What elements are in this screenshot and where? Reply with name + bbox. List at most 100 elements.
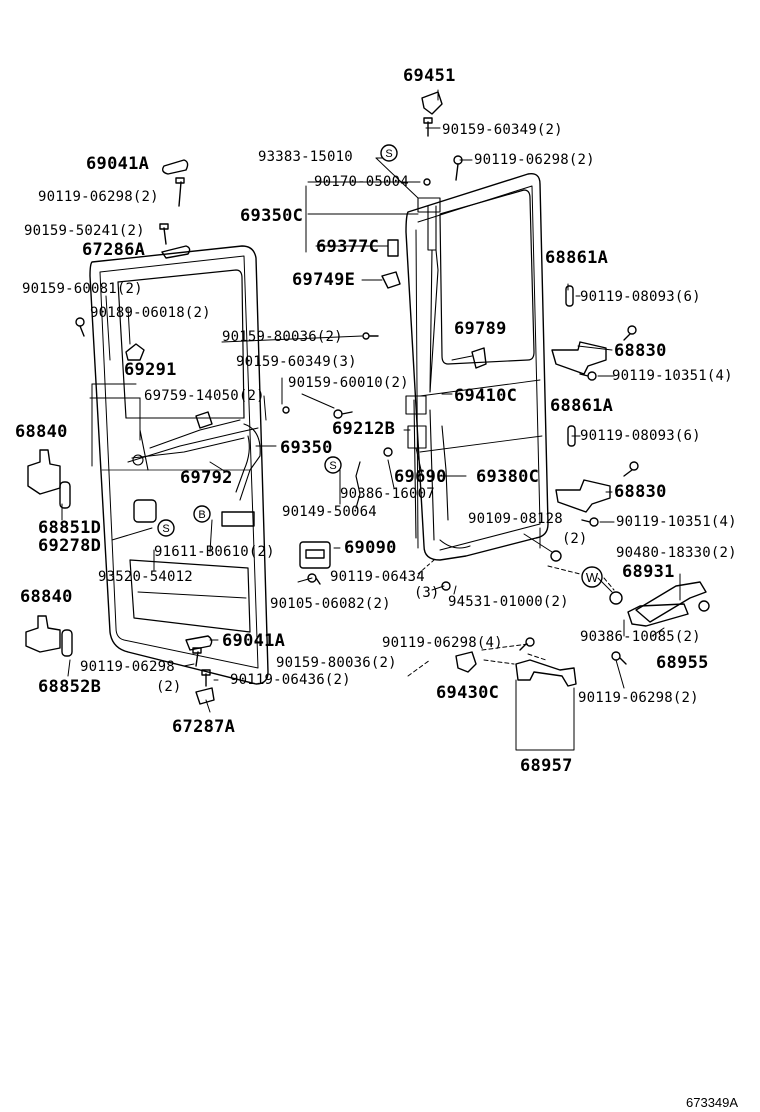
bolt-icon (308, 574, 320, 584)
part-label: 69278D (38, 536, 102, 556)
part-label: 68840 (20, 587, 73, 607)
part-label: 69377C (316, 237, 380, 257)
bolt-icon (160, 224, 168, 244)
part-69041a-lower (186, 636, 212, 650)
part-label: 90189-06018(2) (90, 305, 211, 321)
bolt-icon (520, 638, 534, 650)
part-label: 90159-50241(2) (24, 223, 145, 239)
part-label: 68840 (15, 422, 68, 442)
part-label: 90480-18330(2) (616, 545, 737, 561)
hinge-68840-lower (26, 616, 60, 652)
part-68957 (516, 660, 576, 686)
part-label: 68955 (656, 653, 709, 673)
bolt-icon (334, 410, 352, 418)
callout-circle (582, 567, 602, 587)
bolt-icon (193, 648, 201, 666)
figure-code: 673349A (686, 1095, 739, 1110)
part-label: 90119-06436(2) (230, 672, 351, 688)
part-label: 69291 (124, 360, 177, 380)
part-label: 69759-14050(2) (144, 388, 265, 404)
bolt-icon (580, 372, 596, 380)
part-label: 68851D (38, 518, 102, 538)
callout-circle (381, 145, 397, 161)
callout-circle (325, 457, 341, 473)
part-label: 68861A (550, 396, 614, 416)
part-label: 69090 (344, 538, 397, 558)
part-label: 90119-10351(4) (616, 514, 737, 530)
callout-circle (158, 520, 174, 536)
part-label: 94531-01000(2) (448, 594, 569, 610)
part-label: 90119-06298 (80, 659, 175, 675)
part-68955 (628, 604, 688, 626)
part-label: 93520-54012 (98, 569, 193, 585)
part-label: 90170-05004 (314, 174, 409, 190)
part-label: 68931 (622, 562, 675, 582)
part-label: 69350C (240, 206, 304, 226)
symbol-s: S (162, 523, 169, 535)
part-label: 90119-10351(4) (612, 368, 733, 384)
part-label: 93383-15010 (258, 149, 353, 165)
part-label: 90149-50064 (282, 504, 377, 520)
hinge-68830-upper (552, 342, 606, 374)
plate-91611 (222, 512, 254, 526)
part-label: 90159-60349(2) (442, 122, 563, 138)
part-67287a (196, 688, 214, 704)
part-label: 68957 (520, 756, 573, 776)
part-label: 69041A (222, 631, 286, 651)
part-label: 68830 (614, 341, 667, 361)
hinge-68830-lower (556, 480, 610, 512)
part-label: 69410C (454, 386, 518, 406)
quantity-note: (2) (562, 531, 588, 547)
part-label: 69380C (476, 467, 540, 487)
part-label: 67287A (172, 717, 236, 737)
part-69451 (422, 92, 442, 114)
symbol-s: S (329, 460, 336, 472)
part-label: 69749E (292, 270, 356, 290)
part-68861a (566, 286, 573, 306)
part-69430c (456, 652, 476, 672)
bolt-icon (202, 670, 210, 686)
part-label: 69430C (436, 683, 500, 703)
part-label: 69792 (180, 468, 233, 488)
bolt-icon (612, 652, 626, 664)
symbol-s: S (385, 148, 392, 160)
part-label: 90119-06298(2) (38, 189, 159, 205)
part-label: 68852B (38, 677, 102, 697)
bolt-icon (624, 326, 636, 340)
part-label: 68861A (545, 248, 609, 268)
part-label: 90159-60081(2) (22, 281, 143, 297)
left-door-linkage (128, 420, 260, 500)
leader-lines (62, 90, 680, 750)
symbol-w: W (586, 570, 599, 585)
right-door-rods (406, 198, 470, 548)
part-label: 90119-06434 (330, 569, 425, 585)
right-door-panel (406, 174, 548, 560)
part-68931 (636, 582, 706, 622)
bolt-icon (424, 118, 432, 136)
part-label: 90159-80036(2) (222, 329, 343, 345)
quantity-note: (3) (414, 585, 440, 601)
part-69041a-top (163, 160, 188, 174)
part-label: 90119-08093(6) (580, 428, 701, 444)
part-label: 69212B (332, 419, 396, 439)
part-label: 68830 (614, 482, 667, 502)
part-label: 90159-80036(2) (276, 655, 397, 671)
bolt-icon (76, 318, 84, 336)
part-label: 91611-B0610(2) (154, 544, 275, 560)
left-door-panel (90, 246, 268, 684)
part-69090 (300, 542, 330, 568)
part-69377c (388, 240, 398, 256)
part-label: 90386-16007 (340, 486, 435, 502)
part-label: 90159-60010(2) (288, 375, 409, 391)
part-label: 90119-06298(4) (382, 635, 503, 651)
part-69291 (126, 344, 144, 360)
part-69278d (134, 500, 156, 522)
callout-circle (194, 506, 210, 522)
symbol-b: B (198, 509, 205, 521)
part-label: 90109-08128 (468, 511, 563, 527)
part-label: 90119-06298(2) (578, 690, 699, 706)
part-label: 69451 (403, 66, 456, 86)
part-69789 (472, 348, 486, 368)
part-label: 90105-06082(2) (270, 596, 391, 612)
